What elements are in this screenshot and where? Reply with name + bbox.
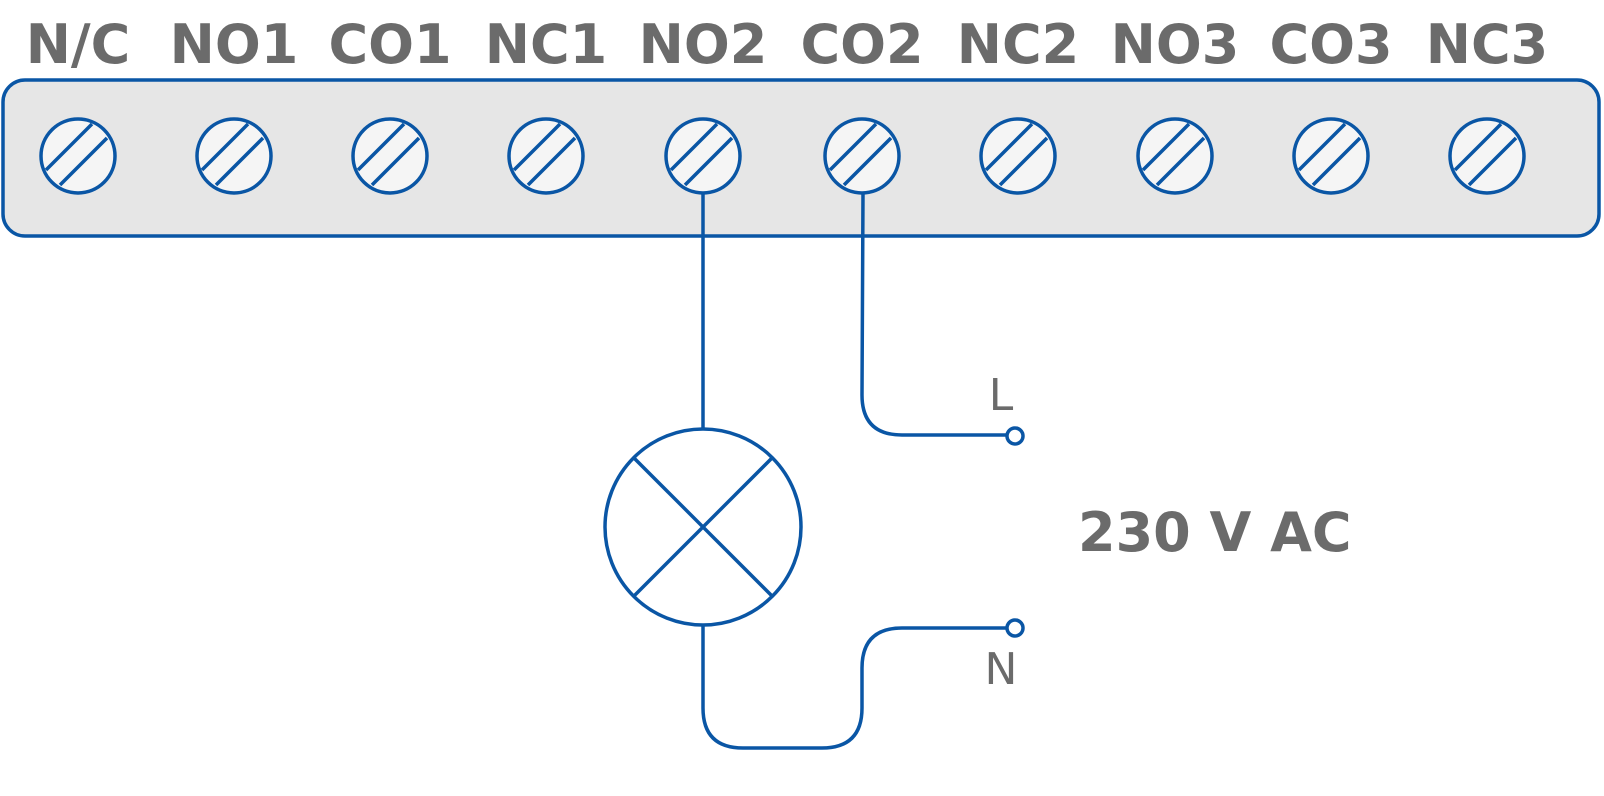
- screw-icon: [979, 117, 1057, 195]
- terminal-screws: [39, 117, 1526, 195]
- screw-icon: [823, 117, 901, 195]
- screw-icon: [195, 117, 273, 195]
- terminal-label-nc2: NC2: [957, 13, 1079, 76]
- wire-lamp-to-neutral: [701, 625, 1007, 750]
- lamp-icon: [603, 427, 803, 627]
- live-label: L: [989, 370, 1014, 421]
- terminal-label-nc: N/C: [26, 13, 131, 76]
- terminal-labels: N/C NO1 CO1 NC1 NO2 CO2 NC2 NO3 CO3 NC3: [26, 13, 1548, 76]
- screw-icon: [39, 117, 117, 195]
- terminal-label-co1: CO1: [328, 13, 451, 76]
- screw-icon: [1292, 117, 1370, 195]
- terminal-label-nc1: NC1: [485, 13, 607, 76]
- terminal-label-no3: NO3: [1111, 13, 1240, 76]
- live-terminal-icon: [1005, 426, 1025, 446]
- neutral-label: N: [985, 644, 1018, 695]
- terminal-label-co2: CO2: [800, 13, 923, 76]
- neutral-terminal-icon: [1005, 618, 1025, 638]
- terminal-label-no2: NO2: [639, 13, 768, 76]
- terminal-strip: [1, 78, 1601, 238]
- terminal-label-co3: CO3: [1269, 13, 1392, 76]
- terminal-label-no1: NO1: [170, 13, 299, 76]
- wire-co2-to-live: [860, 192, 1007, 437]
- screw-icon: [1448, 117, 1526, 195]
- screw-icon: [507, 117, 585, 195]
- screw-icon: [1136, 117, 1214, 195]
- terminal-label-nc3: NC3: [1426, 13, 1548, 76]
- screw-icon: [664, 117, 742, 195]
- supply-voltage-label: 230 V AC: [1078, 501, 1352, 564]
- screw-icon: [351, 117, 429, 195]
